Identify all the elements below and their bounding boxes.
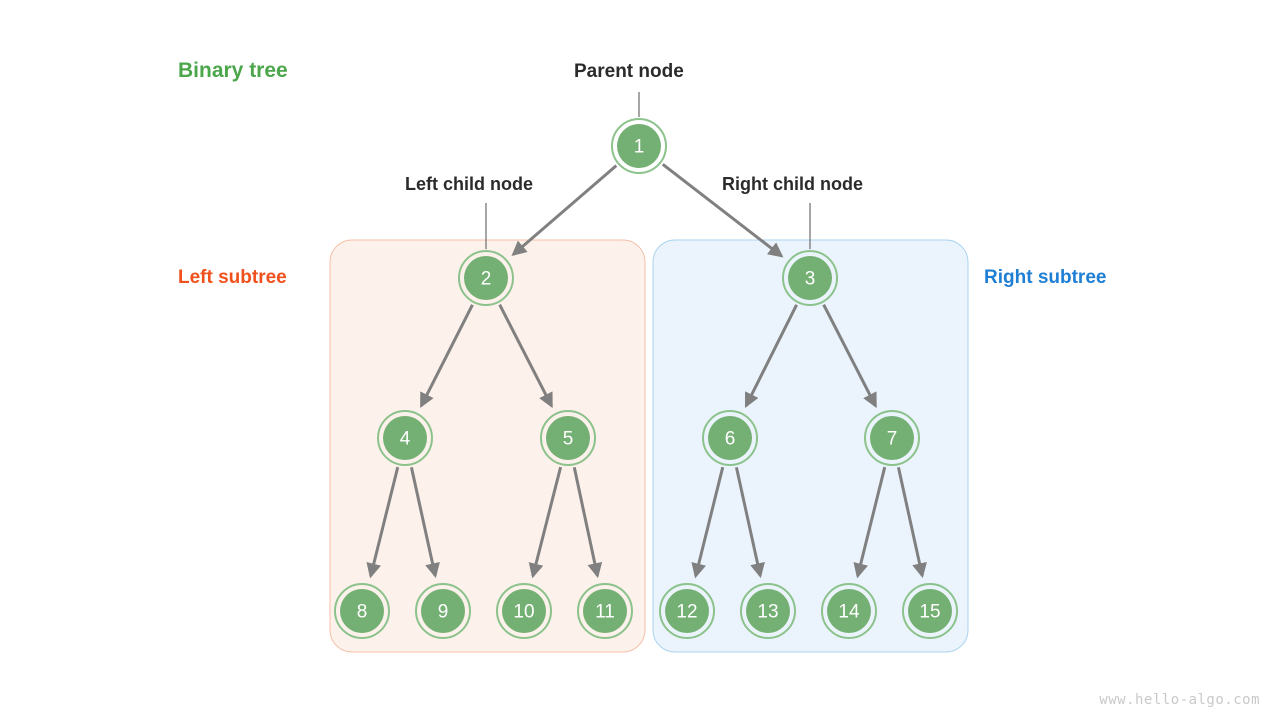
node-body bbox=[383, 416, 427, 460]
node-ring bbox=[415, 583, 471, 639]
tree-edge-n4-to-n8 bbox=[366, 466, 400, 579]
tree-edge-n3-to-n6 bbox=[744, 304, 798, 408]
node-body bbox=[583, 589, 627, 633]
node-body bbox=[788, 256, 832, 300]
tree-edge-n6-to-n13 bbox=[734, 466, 765, 579]
tree-node-7[interactable]: 7 bbox=[864, 410, 920, 466]
node-value-label: 1 bbox=[634, 137, 645, 158]
node-body bbox=[421, 589, 465, 633]
tree-node-10[interactable]: 10 bbox=[496, 583, 552, 639]
tree-node-4[interactable]: 4 bbox=[377, 410, 433, 466]
node-value-label: 4 bbox=[400, 429, 411, 450]
tree-edge-n5-to-n10 bbox=[528, 466, 563, 579]
node-value-label: 12 bbox=[676, 602, 697, 623]
tree-node-14[interactable]: 14 bbox=[821, 583, 877, 639]
tree-node-9[interactable]: 9 bbox=[415, 583, 471, 639]
node-ring bbox=[782, 250, 838, 306]
node-value-label: 7 bbox=[887, 429, 898, 450]
node-value-label: 11 bbox=[595, 602, 615, 623]
subtree-regions bbox=[329, 239, 969, 653]
site-watermark: www.hello-algo.com bbox=[1099, 692, 1260, 708]
right-subtree-annotation: Right subtree bbox=[984, 267, 1107, 288]
tree-node-6[interactable]: 6 bbox=[702, 410, 758, 466]
node-body bbox=[502, 589, 546, 633]
tree-node-15[interactable]: 15 bbox=[902, 583, 958, 639]
node-body bbox=[665, 589, 709, 633]
tree-node-1[interactable]: 1 bbox=[611, 118, 667, 174]
node-value-label: 13 bbox=[757, 602, 778, 623]
tree-edge-n2-to-n4 bbox=[419, 304, 474, 409]
node-body bbox=[908, 589, 952, 633]
node-body bbox=[708, 416, 752, 460]
tree-edge-n1-to-n2 bbox=[511, 164, 618, 257]
node-ring bbox=[334, 583, 390, 639]
tree-node-8[interactable]: 8 bbox=[334, 583, 390, 639]
node-value-label: 6 bbox=[725, 429, 736, 450]
node-ring bbox=[864, 410, 920, 466]
tree-node-5[interactable]: 5 bbox=[540, 410, 596, 466]
tree-edge-n6-to-n12 bbox=[691, 466, 725, 579]
node-ring bbox=[740, 583, 796, 639]
tree-node-11[interactable]: 11 bbox=[577, 583, 633, 639]
node-body bbox=[827, 589, 871, 633]
node-ring bbox=[496, 583, 552, 639]
node-ring bbox=[902, 583, 958, 639]
tree-edge-n4-to-n9 bbox=[409, 466, 440, 579]
tree-edge-n7-to-n15 bbox=[896, 466, 927, 579]
tree-node-2[interactable]: 2 bbox=[458, 250, 514, 306]
node-ring bbox=[577, 583, 633, 639]
node-ring bbox=[458, 250, 514, 306]
right-subtree-region bbox=[652, 239, 969, 653]
annotation-leader-lines bbox=[485, 92, 811, 249]
tree-edge-n1-to-n3 bbox=[661, 163, 784, 258]
tree-edge-n5-to-n11 bbox=[572, 467, 603, 579]
tree-node-12[interactable]: 12 bbox=[659, 583, 715, 639]
left-child-node-annotation: Left child node bbox=[405, 174, 533, 194]
node-value-label: 2 bbox=[481, 269, 492, 290]
node-value-label: 14 bbox=[838, 602, 860, 623]
left-subtree-region bbox=[329, 239, 646, 653]
node-body bbox=[340, 589, 384, 633]
node-value-label: 10 bbox=[513, 602, 534, 623]
node-body bbox=[464, 256, 508, 300]
node-body bbox=[617, 124, 661, 168]
node-value-label: 15 bbox=[919, 602, 940, 623]
node-value-label: 8 bbox=[357, 602, 368, 623]
tree-node-13[interactable]: 13 bbox=[740, 583, 796, 639]
node-body bbox=[746, 589, 790, 633]
parent-node-annotation: Parent node bbox=[574, 61, 684, 82]
right-child-node-annotation: Right child node bbox=[722, 174, 863, 194]
node-ring bbox=[821, 583, 877, 639]
node-body bbox=[546, 416, 590, 460]
node-value-label: 5 bbox=[563, 429, 574, 450]
page-title: Binary tree bbox=[178, 59, 288, 82]
tree-edge-n7-to-n14 bbox=[853, 466, 887, 579]
node-ring bbox=[659, 583, 715, 639]
tree-node-3[interactable]: 3 bbox=[782, 250, 838, 306]
tree-edge-n3-to-n7 bbox=[822, 304, 877, 409]
node-body bbox=[870, 416, 914, 460]
node-value-label: 3 bbox=[805, 269, 816, 290]
tree-edges bbox=[366, 163, 927, 579]
node-ring bbox=[702, 410, 758, 466]
node-value-label: 9 bbox=[438, 602, 449, 623]
node-ring bbox=[611, 118, 667, 174]
left-subtree-annotation: Left subtree bbox=[178, 267, 287, 288]
node-ring bbox=[540, 410, 596, 466]
tree-edge-n2-to-n5 bbox=[498, 304, 553, 409]
node-ring bbox=[377, 410, 433, 466]
